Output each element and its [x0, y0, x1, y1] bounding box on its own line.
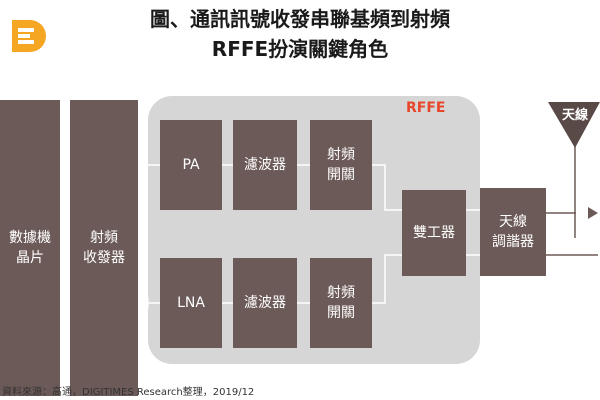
- diagram-title-line1: 圖、通訊訊號收發串聯基頻到射頻: [150, 7, 450, 31]
- tx-link-switch-duplexer: [372, 164, 402, 211]
- rx-rf-switch-block: 射頻 開關: [310, 258, 372, 348]
- rf-transceiver-block: 射頻 收發器: [70, 100, 138, 396]
- rx-link-duplexer-switch: [372, 254, 402, 304]
- rf-transceiver-label-2: 收發器: [83, 250, 125, 266]
- modem-chip-block: 數據機 晶片: [0, 100, 60, 396]
- antenna-label: 天線: [561, 108, 588, 123]
- tx-rf-switch-block: 射頻 開關: [310, 120, 372, 210]
- rx-rf-switch-label-2: 開關: [327, 305, 355, 321]
- lna-label: LNA: [177, 295, 205, 311]
- antenna-tuner-label-1: 天線: [499, 214, 527, 230]
- duplexer-label: 雙工器: [413, 225, 455, 241]
- digitimes-logo-icon: [12, 20, 46, 52]
- rx-filter-label: 濾波器: [244, 295, 286, 311]
- pa-block: PA: [160, 120, 222, 210]
- antenna-tuner-label-2: 調諧器: [492, 234, 534, 250]
- antenna-tuner-block: 天線 調諧器: [480, 188, 546, 276]
- tx-filter-label: 濾波器: [244, 157, 286, 173]
- pa-label: PA: [182, 157, 200, 173]
- rf-transceiver-label-1: 射頻: [90, 230, 118, 246]
- duplexer-block: 雙工器: [402, 190, 466, 276]
- tx-filter-block: 濾波器: [233, 120, 297, 210]
- rffe-label: RFFE: [406, 100, 446, 116]
- tx-rf-switch-label-2: 開關: [327, 167, 355, 183]
- rx-filter-block: 濾波器: [233, 258, 297, 348]
- rx-rf-switch-label-1: 射頻: [327, 285, 355, 301]
- source-note: 資料來源：高通，DIGITIMES Research整理，2019/12: [2, 387, 255, 398]
- modem-chip-label-1: 數據機: [9, 230, 51, 246]
- antenna-arrow-icon: [588, 207, 598, 219]
- modem-chip-label-2: 晶片: [16, 250, 44, 266]
- diagram-title-line2: RFFE扮演關鍵角色: [211, 37, 389, 61]
- lna-block: LNA: [160, 258, 222, 348]
- antenna-icon: [548, 102, 600, 148]
- tx-rf-switch-label-1: 射頻: [327, 147, 355, 163]
